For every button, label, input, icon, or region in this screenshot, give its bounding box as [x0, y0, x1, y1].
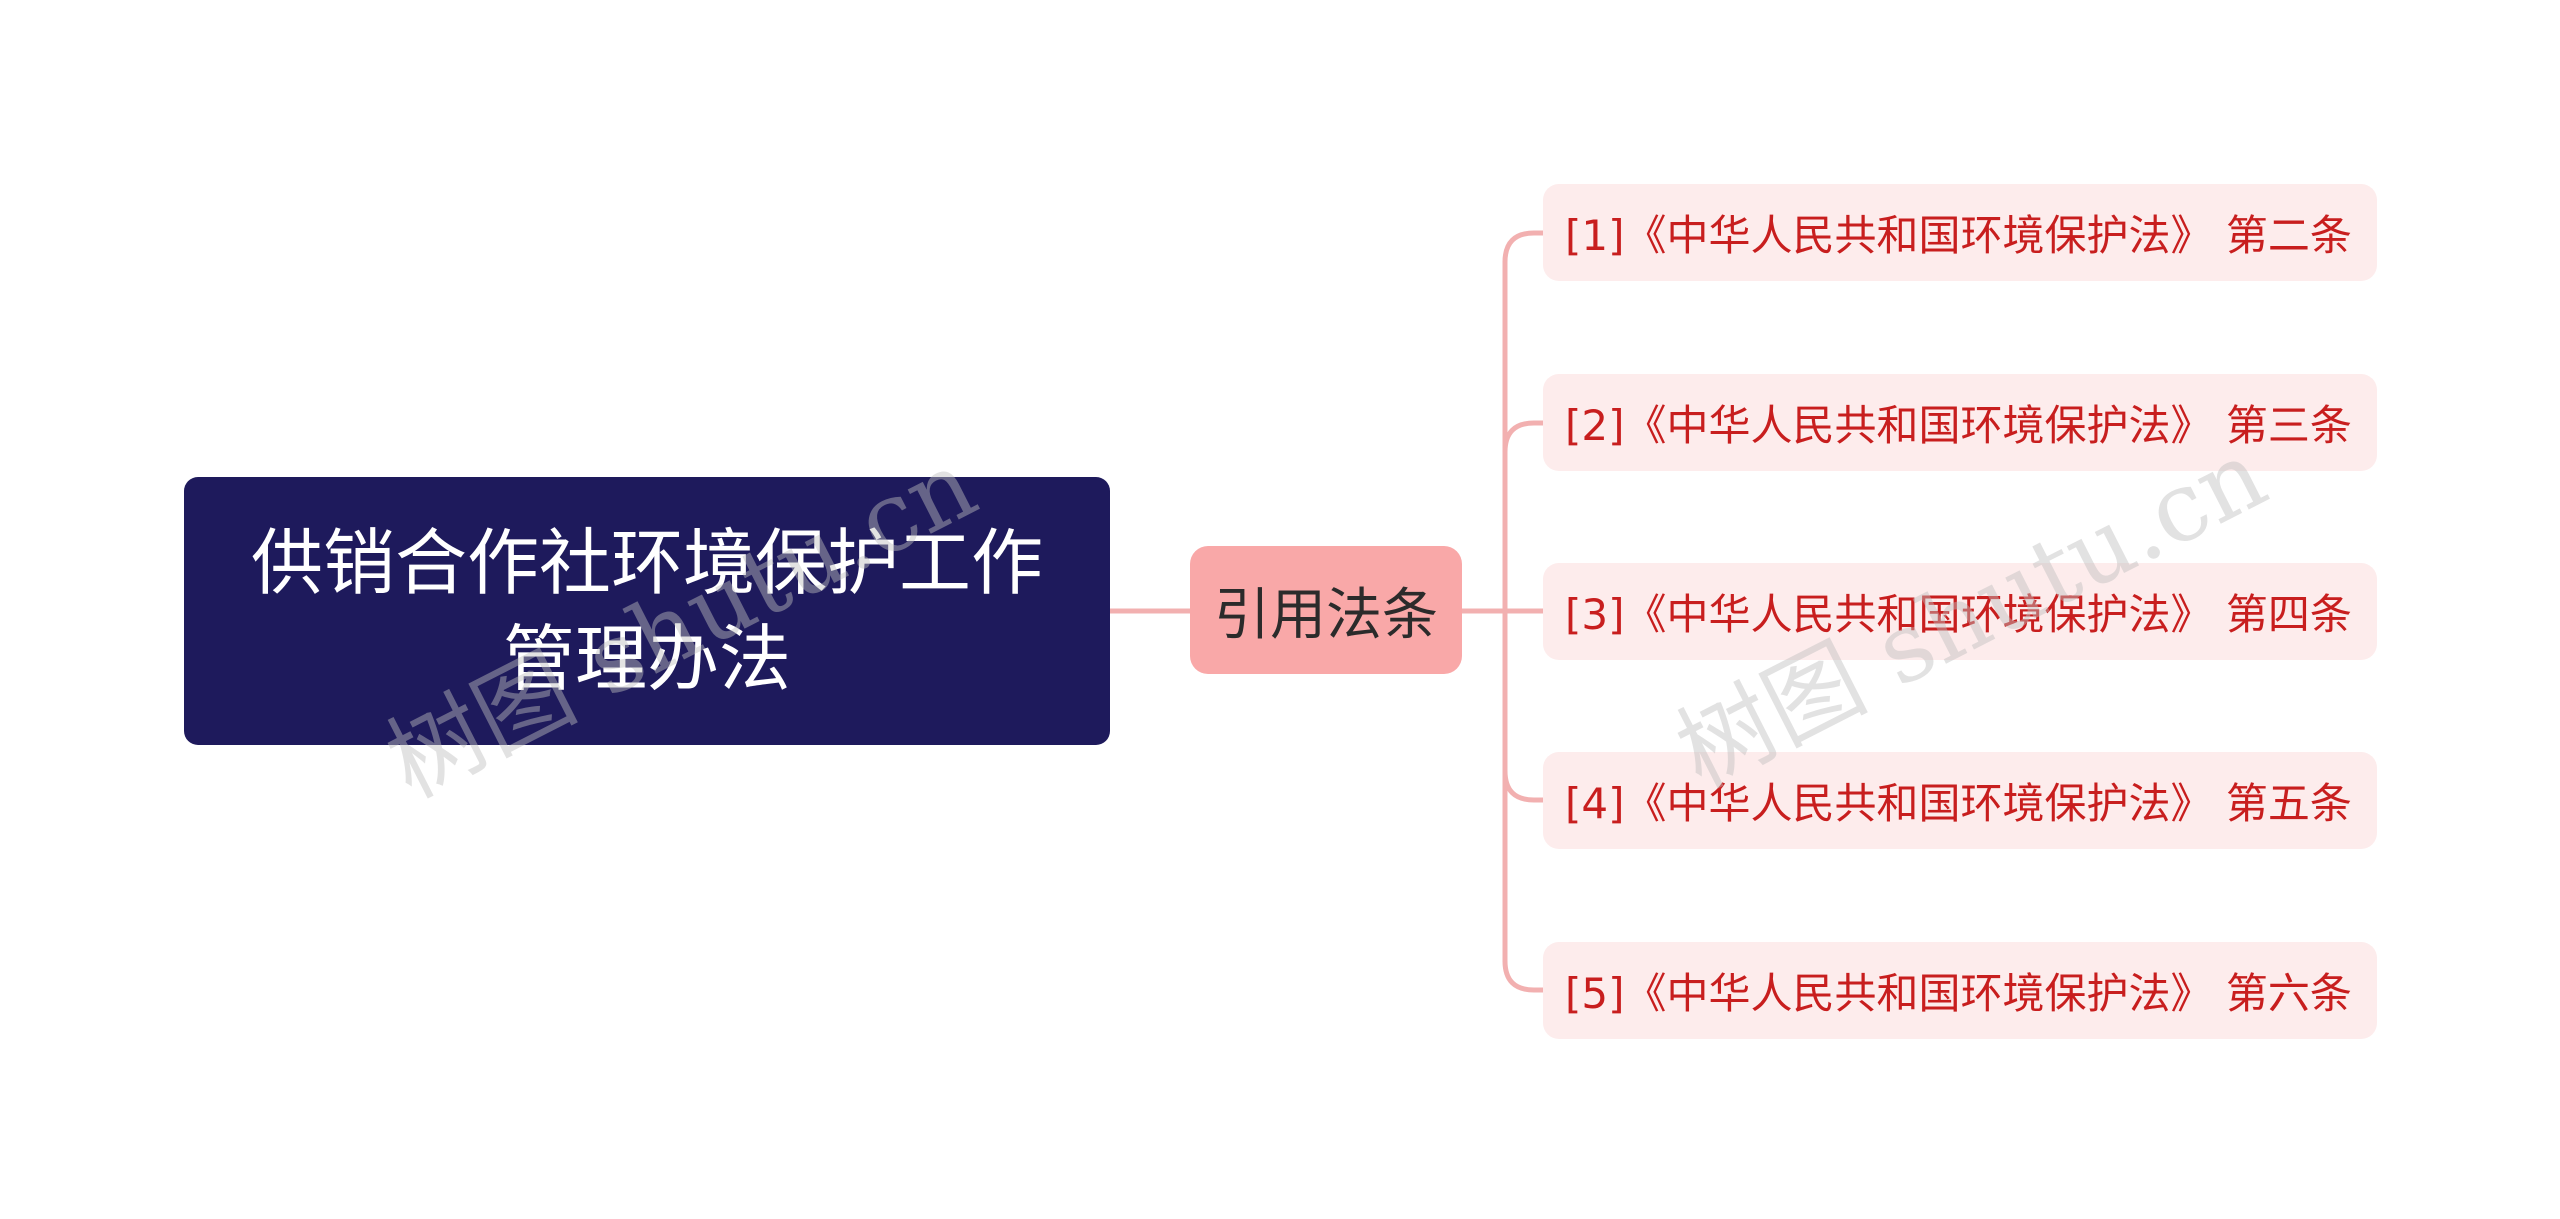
leaf-topic-label: [1]《中华人民共和国环境保护法》 第二条: [1565, 211, 2352, 260]
leaf-topic-label: [4]《中华人民共和国环境保护法》 第五条: [1565, 779, 2352, 828]
leaf-topic-4[interactable]: [4]《中华人民共和国环境保护法》 第五条: [1543, 752, 2377, 849]
branch-topic-label: 引用法条: [1214, 582, 1438, 648]
leaf-topic-3[interactable]: [3]《中华人民共和国环境保护法》 第四条: [1543, 563, 2377, 660]
connector-leaf-2: [1502, 420, 1546, 614]
leaf-topic-5[interactable]: [5]《中华人民共和国环境保护法》 第六条: [1543, 942, 2377, 1039]
root-topic[interactable]: 供销合作社环境保护工作管理办法: [184, 477, 1110, 745]
leaf-topic-label: [3]《中华人民共和国环境保护法》 第四条: [1565, 590, 2352, 639]
leaf-topic-label: [5]《中华人民共和国环境保护法》 第六条: [1565, 969, 2352, 1018]
connector-leaf-5: [1502, 608, 1546, 993]
leaf-topic-2[interactable]: [2]《中华人民共和国环境保护法》 第三条: [1543, 374, 2377, 471]
root-topic-label: 供销合作社环境保护工作管理办法: [250, 521, 1043, 701]
leaf-topic-label: [2]《中华人民共和国环境保护法》 第三条: [1565, 401, 2352, 450]
branch-topic[interactable]: 引用法条: [1190, 546, 1462, 674]
connector-leaf-1: [1502, 230, 1546, 614]
connector-leaf-4: [1502, 608, 1546, 803]
leaf-topic-1[interactable]: [1]《中华人民共和国环境保护法》 第二条: [1543, 184, 2377, 281]
